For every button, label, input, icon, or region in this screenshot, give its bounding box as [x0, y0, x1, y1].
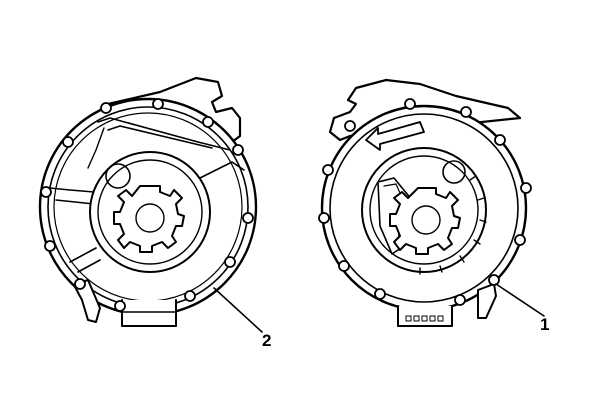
component-left-back-view [38, 76, 263, 333]
bolt-bosses-left [40, 98, 254, 312]
splined-hub [389, 187, 461, 255]
splined-hub [113, 185, 185, 253]
rotation-arrow-icon [365, 121, 425, 151]
connector-pins [405, 315, 444, 322]
leader-line-2 [213, 287, 263, 333]
callout-1-label: 1 [540, 315, 549, 334]
rotor-tick-marks [419, 175, 487, 275]
callout-2-label: 2 [262, 331, 271, 350]
leader-line-1 [495, 283, 545, 317]
bolt-bosses-right [318, 98, 532, 306]
component-right-front-view [318, 78, 545, 327]
